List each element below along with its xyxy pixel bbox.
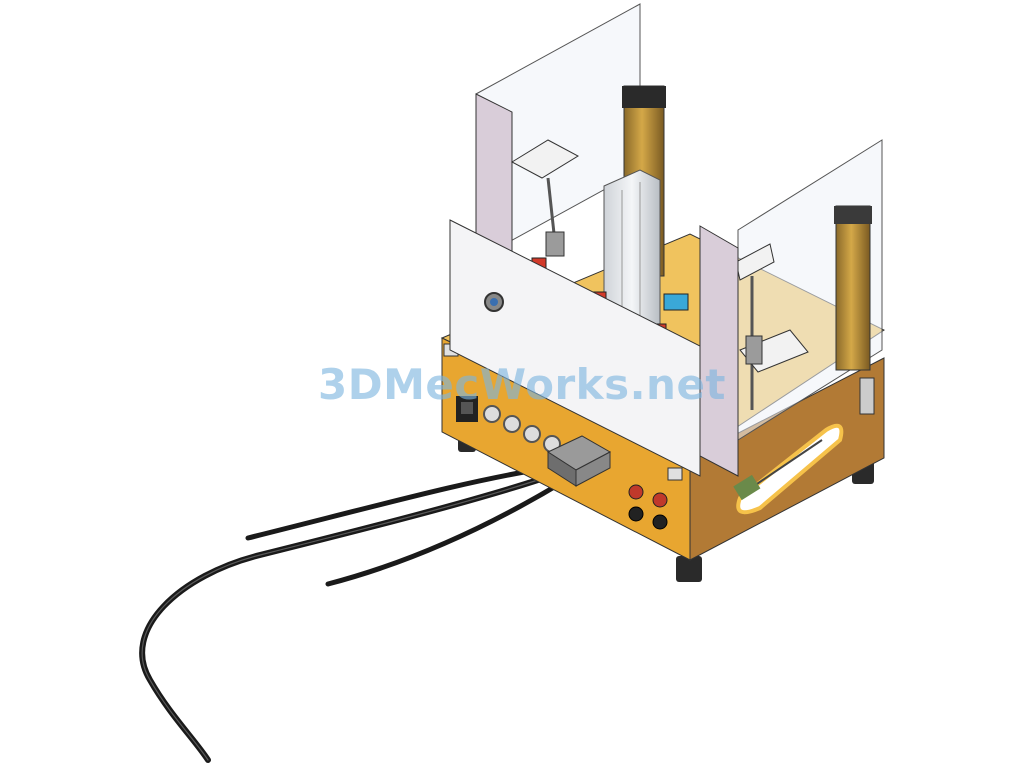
latch-side [859,377,875,415]
cable-3 [325,477,569,587]
banana-terminal-icon [628,506,644,522]
side-plate-front [699,225,739,477]
cable-1 [245,465,551,541]
inner-fixtures [510,139,809,410]
latch-front [667,467,683,481]
db-connector-icon [546,435,612,487]
foot-front [676,556,702,582]
sensor-column-right [834,205,872,371]
front-panel-components [443,343,875,530]
clamp-block-back [510,139,580,179]
cable-bundle [139,465,569,763]
button-1-icon [483,405,501,423]
cable-2 [139,471,559,763]
front-white-panel [449,219,701,477]
banana-terminal-icon [652,492,668,508]
button-2-icon [503,415,521,433]
banana-terminal-icon [652,514,668,530]
button-3-icon [523,425,541,443]
clamp-block-right [735,243,775,281]
banana-terminal-icon [628,484,644,500]
side-slot [736,423,844,515]
